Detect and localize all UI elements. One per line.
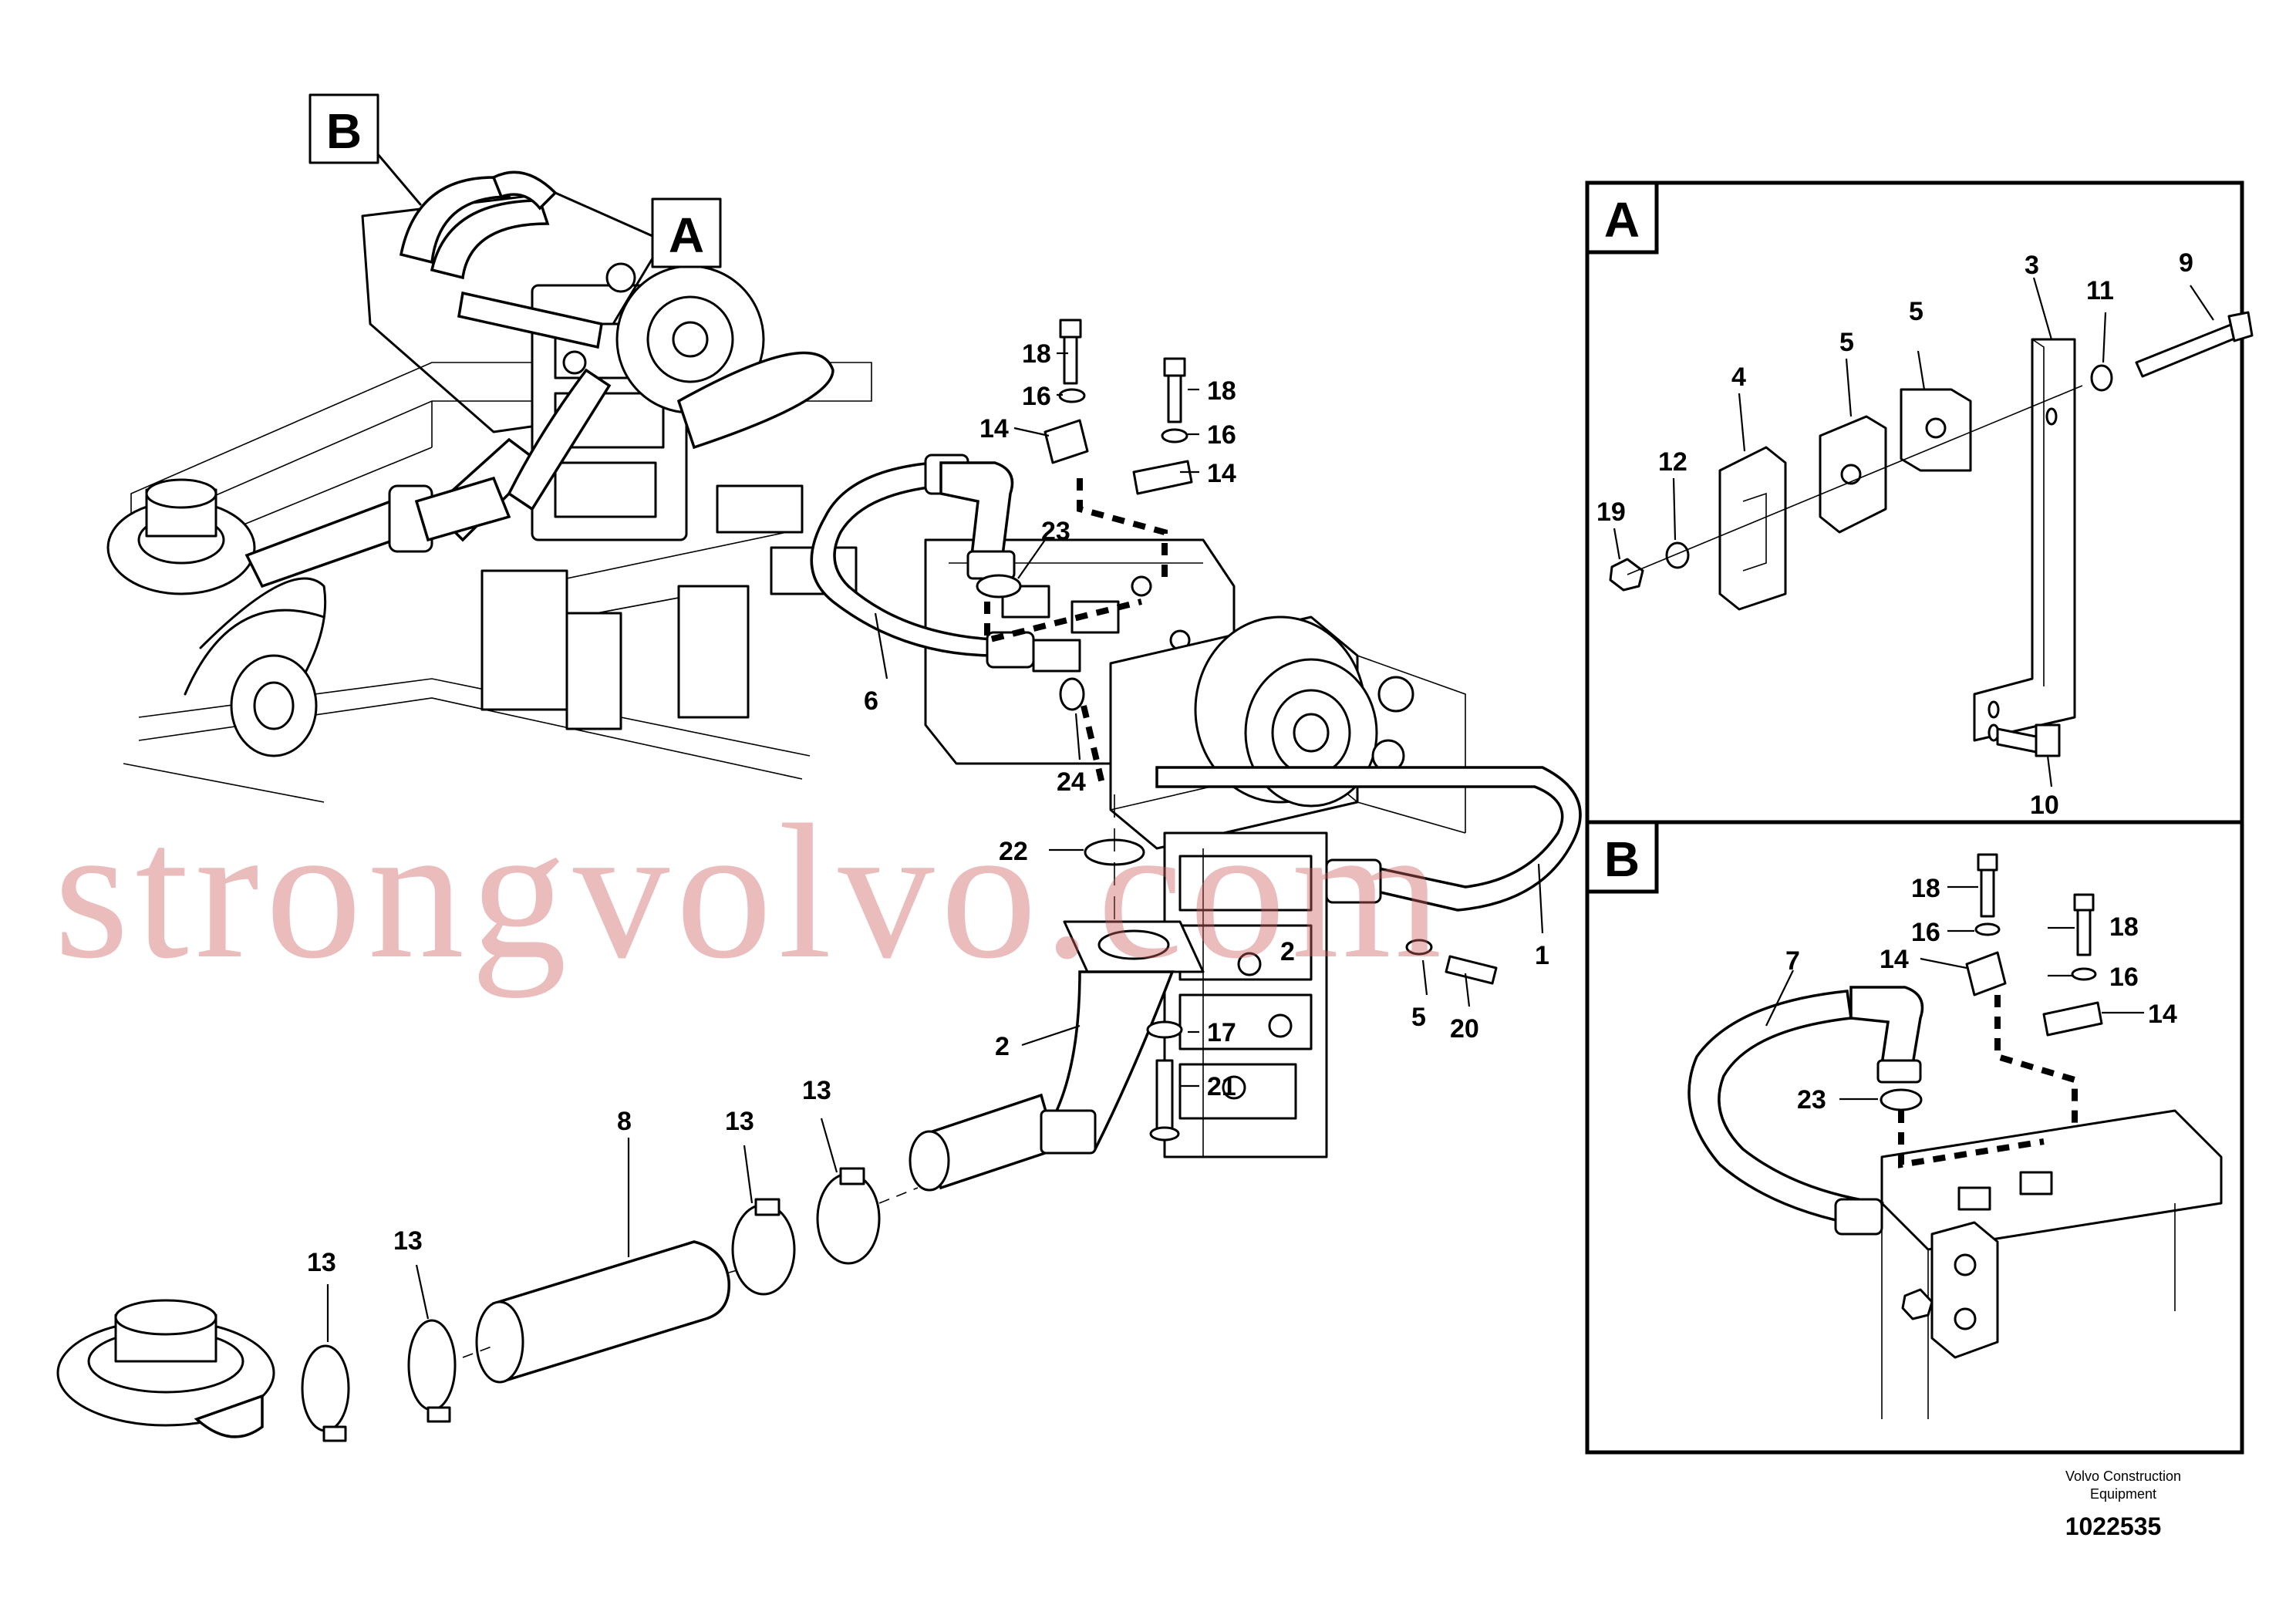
label-11: 11 [2086,276,2114,305]
label-14: 14 [2148,1000,2177,1029]
label-12: 12 [1658,447,1687,477]
elbow-fitting [939,461,1016,580]
label-23: 23 [1041,517,1070,546]
label-20: 20 [1450,1014,1479,1044]
lower-hose-clamps [56,1167,919,1442]
label-2: 2 [1280,937,1295,966]
label-6: 6 [864,686,878,716]
callout-b[interactable]: B [308,93,422,206]
routing-dashes [984,478,1168,926]
label-13: 13 [307,1248,336,1277]
hose-1 [1155,766,1582,912]
label-7: 7 [1785,946,1800,976]
footer: Volvo Construction Equipment 1022535 [2065,1469,2181,1540]
callout-a-label: A [669,207,704,263]
label-8: 8 [617,1107,632,1136]
label-23: 23 [1797,1085,1826,1114]
watermark-text: strongvolvo.com [54,785,1448,999]
machine-frame-drawing [106,362,872,803]
label-16: 16 [2109,963,2139,992]
seal-rings [976,574,1145,866]
bolt-18-left [1043,319,1089,464]
label-3: 3 [2025,251,2039,280]
label-1: 1 [1535,941,1549,970]
part-labels-main: 18 16 14 18 16 14 23 6 24 22 1 2 2 17 21… [307,339,1549,1277]
callout-b-label: B [326,103,362,159]
label-2: 2 [995,1032,1010,1061]
detail-b-title: B [1604,831,1640,887]
callout-a[interactable]: A [612,197,722,325]
label-21: 21 [1207,1072,1236,1101]
maker-name: Volvo Construction [2065,1469,2181,1484]
label-5: 5 [1411,1003,1426,1032]
upper-pump-assembly [361,170,834,542]
label-17: 17 [1207,1018,1236,1047]
maker-name-line2: Equipment [2090,1486,2156,1502]
label-16: 16 [1911,918,1940,947]
label-14: 14 [979,414,1009,443]
label-18: 18 [1911,874,1940,903]
label-10: 10 [2030,791,2059,820]
bolt-20-washer-5 [1405,939,1498,985]
label-18: 18 [1207,376,1236,406]
bolt-18-right [1132,357,1193,495]
label-13: 13 [725,1107,754,1136]
label-14: 14 [1207,459,1236,488]
label-14: 14 [1880,945,1909,974]
label-19: 19 [1596,497,1626,527]
label-18: 18 [1022,339,1051,369]
hose-6 [810,454,1035,669]
label-5: 5 [1909,297,1923,326]
detail-b-panel: B [1585,820,2244,1455]
label-13: 13 [393,1226,423,1256]
label-22: 22 [999,837,1028,866]
label-16: 16 [1207,420,1236,450]
label-13: 13 [802,1076,831,1105]
leader-lines-main [326,352,1544,1342]
detail-a-title: A [1604,192,1640,248]
suction-flange-tube [909,920,1205,1192]
label-16: 16 [1022,382,1051,411]
detail-a-panel: A 3 9 [1585,180,2254,824]
label-9: 9 [2179,248,2193,278]
label-4: 4 [1731,363,1746,392]
document-number: 1022535 [2065,1512,2162,1540]
label-18: 18 [2109,912,2139,942]
label-24: 24 [1057,767,1086,797]
label-5: 5 [1839,328,1854,357]
